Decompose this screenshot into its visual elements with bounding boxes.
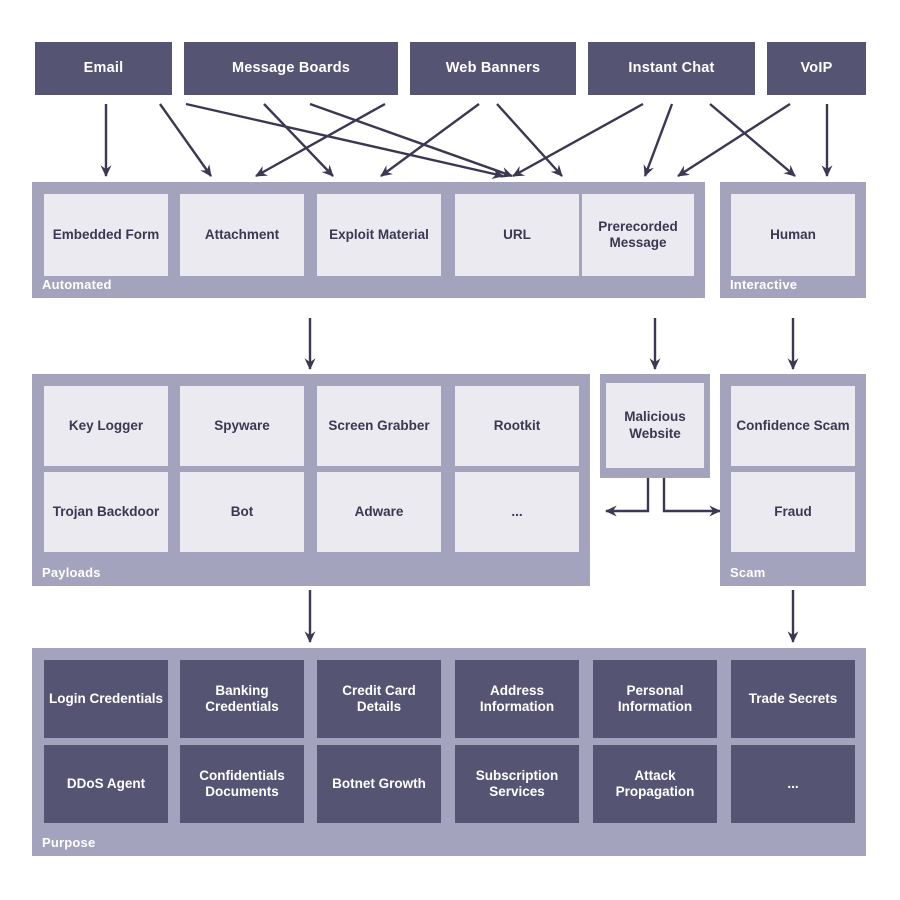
channel-label: VoIP (800, 60, 833, 77)
channel-label: Web Banners (445, 60, 541, 77)
group-label-interactive: Interactive (730, 277, 798, 292)
group-label-scam: Scam (730, 565, 766, 580)
arrow-malicious-website-to-scam (662, 478, 721, 517)
payload-label: Rootkit (493, 417, 541, 433)
vector-label: Embedded Form (52, 226, 160, 242)
arrow-message-boards-url (309, 102, 513, 178)
vector-box-exploit-material[interactable]: Exploit Material (317, 194, 441, 276)
channel-box-instant-chat[interactable]: Instant Chat (588, 42, 755, 95)
vector-box-attachment[interactable]: Attachment (180, 194, 304, 276)
scam-label: Fraud (774, 503, 812, 519)
arrow-message-boards-attachment (255, 102, 386, 178)
arrow-voip-prerecorded (677, 102, 791, 178)
payload-label: Adware (354, 503, 404, 519)
mechanism-label: Malicious Website (624, 409, 686, 441)
purpose-label: Attack Propagation (615, 767, 695, 799)
purpose-label: Personal Information (617, 682, 693, 714)
arrow-message-boards-exploit (263, 103, 334, 177)
purpose-box-trade-secrets[interactable]: Trade Secrets (731, 660, 855, 738)
purpose-label: DDoS Agent (66, 775, 146, 791)
vector-box-prerecorded-message[interactable]: Prerecorded Message (582, 194, 694, 276)
payload-box-rootkit[interactable]: Rootkit (455, 386, 579, 466)
channel-box-message-boards[interactable]: Message Boards (184, 42, 398, 95)
purpose-box-attack-propagation[interactable]: Attack Propagation (593, 745, 717, 823)
arrow-instant-chat-prerecorded (643, 103, 674, 177)
mechanism-box-malicious-website[interactable]: Malicious Website (606, 383, 704, 468)
purpose-box-banking-credentials[interactable]: Banking Credentials (180, 660, 304, 738)
purpose-box-botnet-growth[interactable]: Botnet Growth (317, 745, 441, 823)
vector-label: Exploit Material (329, 226, 429, 242)
channel-box-web-banners[interactable]: Web Banners (410, 42, 576, 95)
payload-label: Trojan Backdoor (52, 503, 160, 519)
arrow-email-attachment (159, 103, 212, 177)
vector-label: URL (503, 226, 531, 242)
payload-box-screen-grabber[interactable]: Screen Grabber (317, 386, 441, 466)
payload-box-adware[interactable]: Adware (317, 472, 441, 552)
purpose-box-login-credentials[interactable]: Login Credentials (44, 660, 168, 738)
purpose-label: Address Information (479, 682, 555, 714)
arrow-web-banners-url (496, 103, 563, 177)
vector-box-human[interactable]: Human (731, 194, 855, 276)
arrow-instant-chat-url (512, 102, 644, 178)
vector-label: Human (770, 226, 816, 242)
scam-box-confidence-scam[interactable]: Confidence Scam (731, 386, 855, 466)
purpose-label: Botnet Growth (332, 775, 426, 791)
payload-label: Key Logger (68, 417, 144, 433)
channel-to-vector-arrows (100, 102, 833, 179)
channel-label: Instant Chat (628, 60, 715, 77)
purpose-box-confidentials-documents[interactable]: Confidentials Documents (180, 745, 304, 823)
scam-box-fraud[interactable]: Fraud (731, 472, 855, 552)
payload-box-bot[interactable]: Bot (180, 472, 304, 552)
vector-label: Prerecorded Message (598, 218, 678, 250)
purpose-label: Confidentials Documents (199, 767, 285, 799)
arrow-instant-chat-human (709, 103, 796, 177)
purpose-label: Login Credentials (48, 690, 163, 706)
purpose-box-subscription-services[interactable]: Subscription Services (455, 745, 579, 823)
channel-box-email[interactable]: Email (35, 42, 172, 95)
mechanism-to-purpose-arrows (304, 590, 799, 643)
purpose-box-credit-card-details[interactable]: Credit Card Details (317, 660, 441, 738)
arrow-email-url (185, 102, 504, 179)
group-label-automated: Automated (42, 277, 112, 292)
purpose-label: Banking Credentials (205, 682, 279, 714)
group-purpose: Purpose (32, 648, 866, 856)
vector-box-url[interactable]: URL (455, 194, 579, 276)
channel-label: Message Boards (231, 60, 351, 77)
scam-label: Confidence Scam (736, 417, 850, 433)
vector-to-mechanism-arrows (304, 318, 799, 370)
purpose-box-personal-information[interactable]: Personal Information (593, 660, 717, 738)
payload-box-more[interactable]: ... (455, 472, 579, 552)
purpose-label: Trade Secrets (748, 690, 838, 706)
payload-label: Spyware (214, 417, 270, 433)
vector-box-embedded-form[interactable]: Embedded Form (44, 194, 168, 276)
payload-label: ... (511, 503, 523, 519)
payload-box-trojan-backdoor[interactable]: Trojan Backdoor (44, 472, 168, 552)
purpose-label: ... (787, 775, 799, 791)
purpose-label: Subscription Services (475, 767, 559, 799)
channel-label: Email (83, 60, 124, 77)
group-label-purpose: Purpose (42, 835, 96, 850)
channel-box-voip[interactable]: VoIP (767, 42, 866, 95)
purpose-box-more[interactable]: ... (731, 745, 855, 823)
payload-label: Bot (230, 503, 254, 519)
payload-box-spyware[interactable]: Spyware (180, 386, 304, 466)
purpose-label: Credit Card Details (342, 682, 416, 714)
purpose-box-address-information[interactable]: Address Information (455, 660, 579, 738)
purpose-box-ddos-agent[interactable]: DDoS Agent (44, 745, 168, 823)
arrow-malicious-website-to-payloads (605, 478, 650, 517)
vector-label: Attachment (204, 226, 280, 242)
malicious-website-bracket-arrows (605, 478, 721, 517)
payload-label: Screen Grabber (328, 417, 430, 433)
group-label-payloads: Payloads (42, 565, 101, 580)
payload-box-key-logger[interactable]: Key Logger (44, 386, 168, 466)
arrow-web-banners-exploit (380, 103, 480, 177)
